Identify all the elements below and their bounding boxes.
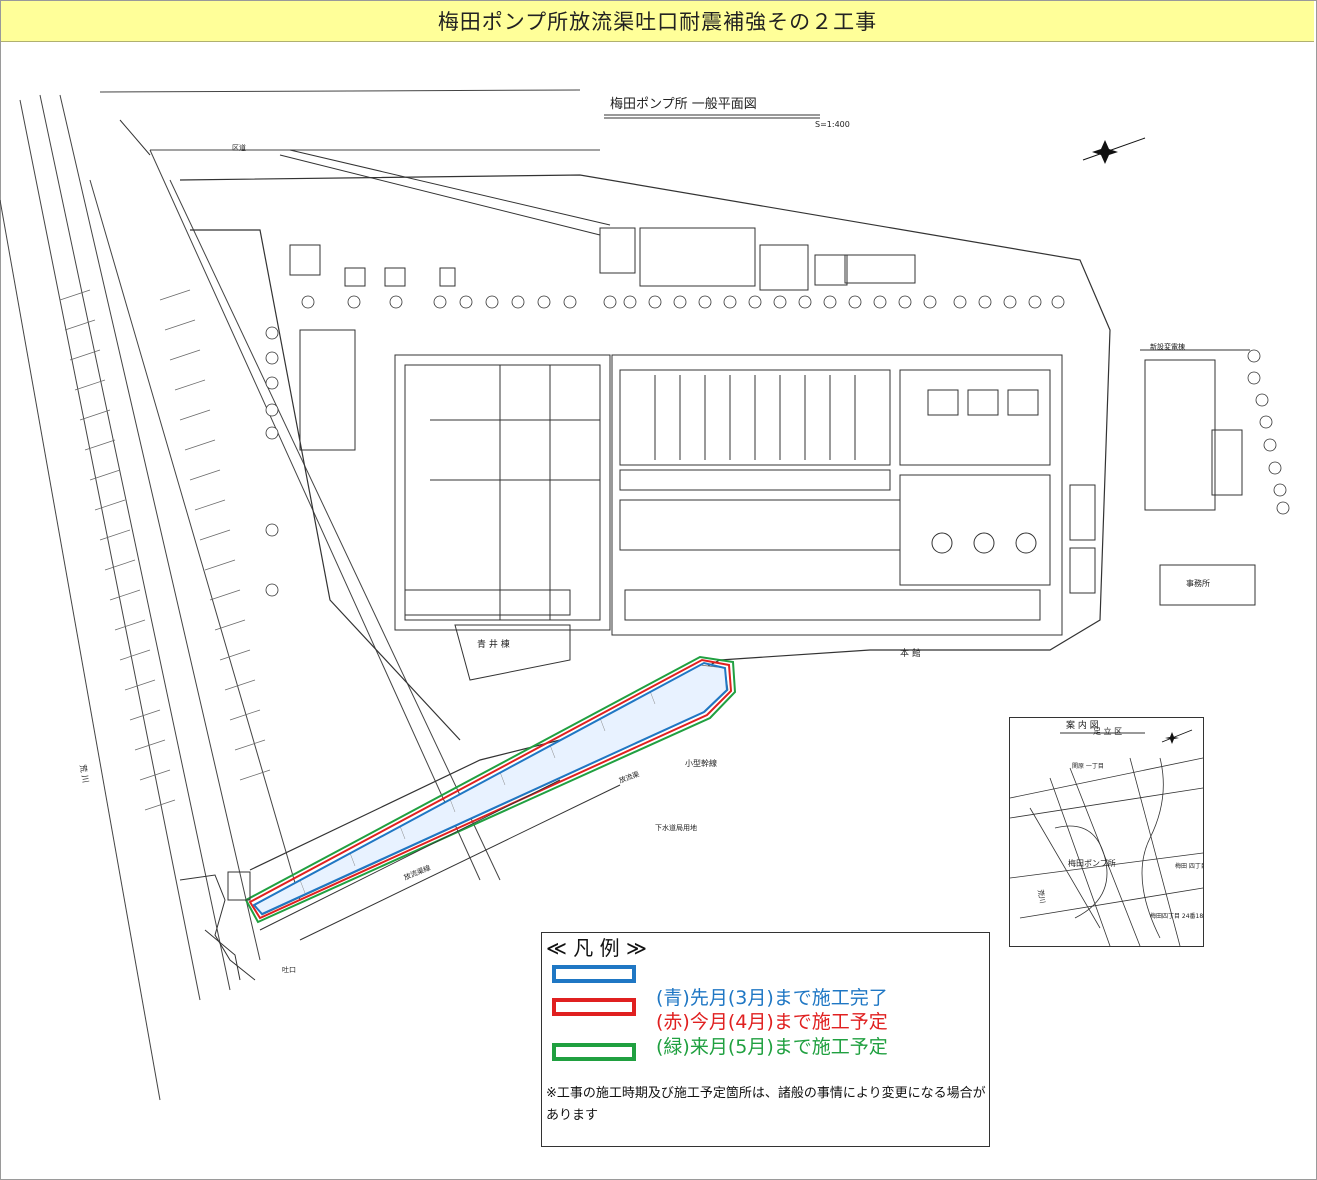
guide-map-sekiya: 関原 一丁目	[1072, 763, 1104, 770]
plan-scale: S=1:400	[815, 120, 850, 129]
label-outlet: 吐口	[282, 965, 296, 974]
building-left	[299, 329, 611, 681]
building-right	[611, 354, 1096, 636]
label-arakawa: 荒 川	[78, 764, 91, 784]
legend-swatch-green	[552, 1043, 636, 1061]
guide-map-heading: 案 内 図	[1066, 719, 1099, 731]
label-aoi-building: 青 井 棟	[477, 638, 510, 650]
guide-map-ward: 足 立 区	[1093, 726, 1122, 736]
page-title: 梅田ポンプ所放流渠吐口耐震補強その２工事	[437, 10, 878, 34]
label-horyu-ryoku: 放流渠線	[402, 863, 431, 882]
label-road: 区道	[232, 143, 246, 152]
guide-map: 案 内 図 足 立 区 梅田ポンプ所 関原 一丁目 梅田四丁目 24番18号 梅…	[1009, 717, 1204, 947]
label-office: 事務所	[1186, 578, 1210, 588]
outlet-structures	[179, 779, 621, 981]
guide-map-station: 梅田ポンプ所	[1068, 858, 1116, 868]
label-mizu-road: 下水道局用地	[655, 823, 697, 832]
legend-title: ≪ 凡 例 ≫	[546, 936, 647, 960]
site-boundary	[179, 174, 1111, 871]
legend-item-red: (赤)今月(4月)まで施工予定	[656, 1011, 888, 1033]
discharge-channel	[244, 655, 737, 924]
label-horyu-kyo: 放流渠	[618, 769, 641, 785]
parking-rows	[59, 289, 271, 811]
annex-building	[1140, 349, 1256, 606]
grid-bubbles	[265, 295, 1290, 597]
label-honkan: 本 館	[900, 647, 921, 659]
north-arrow-icon	[1082, 137, 1146, 164]
guide-map-arakawa: 荒川	[1036, 889, 1047, 904]
plan-heading: 梅田ポンプ所 一般平面図	[610, 96, 757, 112]
title-bar: 梅田ポンプ所放流渠吐口耐震補強その２工事	[1, 1, 1314, 42]
upper-structures	[119, 119, 916, 291]
legend-swatch-red	[552, 998, 636, 1016]
guide-north-arrow-icon	[1161, 729, 1193, 744]
road-lines	[0, 89, 600, 1101]
legend: ≪ 凡 例 ≫ (青)先月(3月)まで施工完了 (赤)今月(4月)まで施工予定 …	[541, 932, 990, 1147]
guide-map-umeda4: 梅田四丁目 24番18号	[1150, 912, 1203, 920]
legend-item-green: (緑)来月(5月)まで施工予定	[656, 1036, 888, 1058]
guide-map-umeda-area: 梅田 四丁目	[1175, 862, 1203, 870]
legend-note: ※工事の施工時期及び施工予定箇所は、諸般の事情により変更になる場合があります	[546, 1086, 986, 1123]
legend-item-blue: (青)先月(3月)まで施工完了	[656, 987, 888, 1009]
guide-map-drawing: 案 内 図 足 立 区 梅田ポンプ所 関原 一丁目 梅田四丁目 24番18号 梅…	[1010, 719, 1203, 946]
legend-swatch-blue	[552, 965, 636, 983]
label-building-right: 新設変電棟	[1150, 342, 1185, 351]
label-kogata: 小型幹線	[685, 758, 717, 768]
